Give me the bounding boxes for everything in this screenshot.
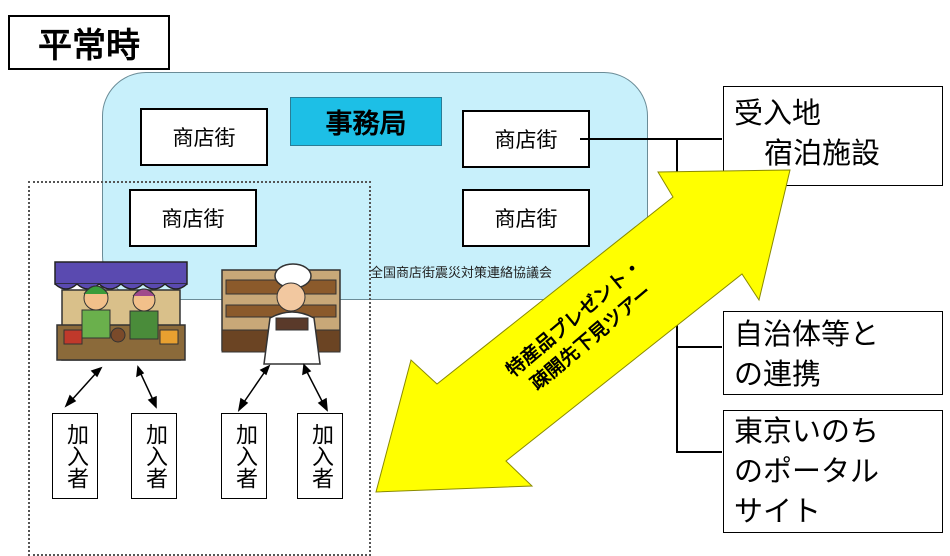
municipality-box: 自治体等と の連携 [723, 311, 943, 395]
chef-shop-illustration [221, 263, 341, 365]
member-box: 加入者 [131, 413, 177, 499]
connector-line [580, 138, 722, 140]
exchange-double-arrow [375, 169, 791, 493]
shopping-street-box: 商店街 [462, 110, 590, 168]
connector-line [676, 346, 722, 348]
member-box: 加入者 [297, 413, 343, 499]
secretariat-box: 事務局 [290, 97, 442, 146]
portal-site-box: 東京いのち のポータル サイト [723, 410, 943, 533]
member-box: 加入者 [52, 413, 98, 499]
host-region-box: 受入地 宿泊施設 [723, 86, 943, 186]
lodging-label: 宿泊施設 [764, 136, 881, 170]
member-link-arrows [64, 363, 328, 412]
shop-keepers-illustration [54, 261, 188, 361]
shopping-street-box: 商店街 [140, 108, 268, 166]
association-name: 全国商店街震災対策連絡協議会 [370, 266, 553, 281]
connector-line [676, 451, 722, 453]
page-title: 平常時 [8, 15, 170, 70]
shopping-street-box: 商店街 [129, 189, 257, 247]
host-label: 受入地 [734, 96, 822, 130]
member-box: 加入者 [221, 413, 267, 499]
shopping-street-box: 商店街 [462, 189, 590, 247]
